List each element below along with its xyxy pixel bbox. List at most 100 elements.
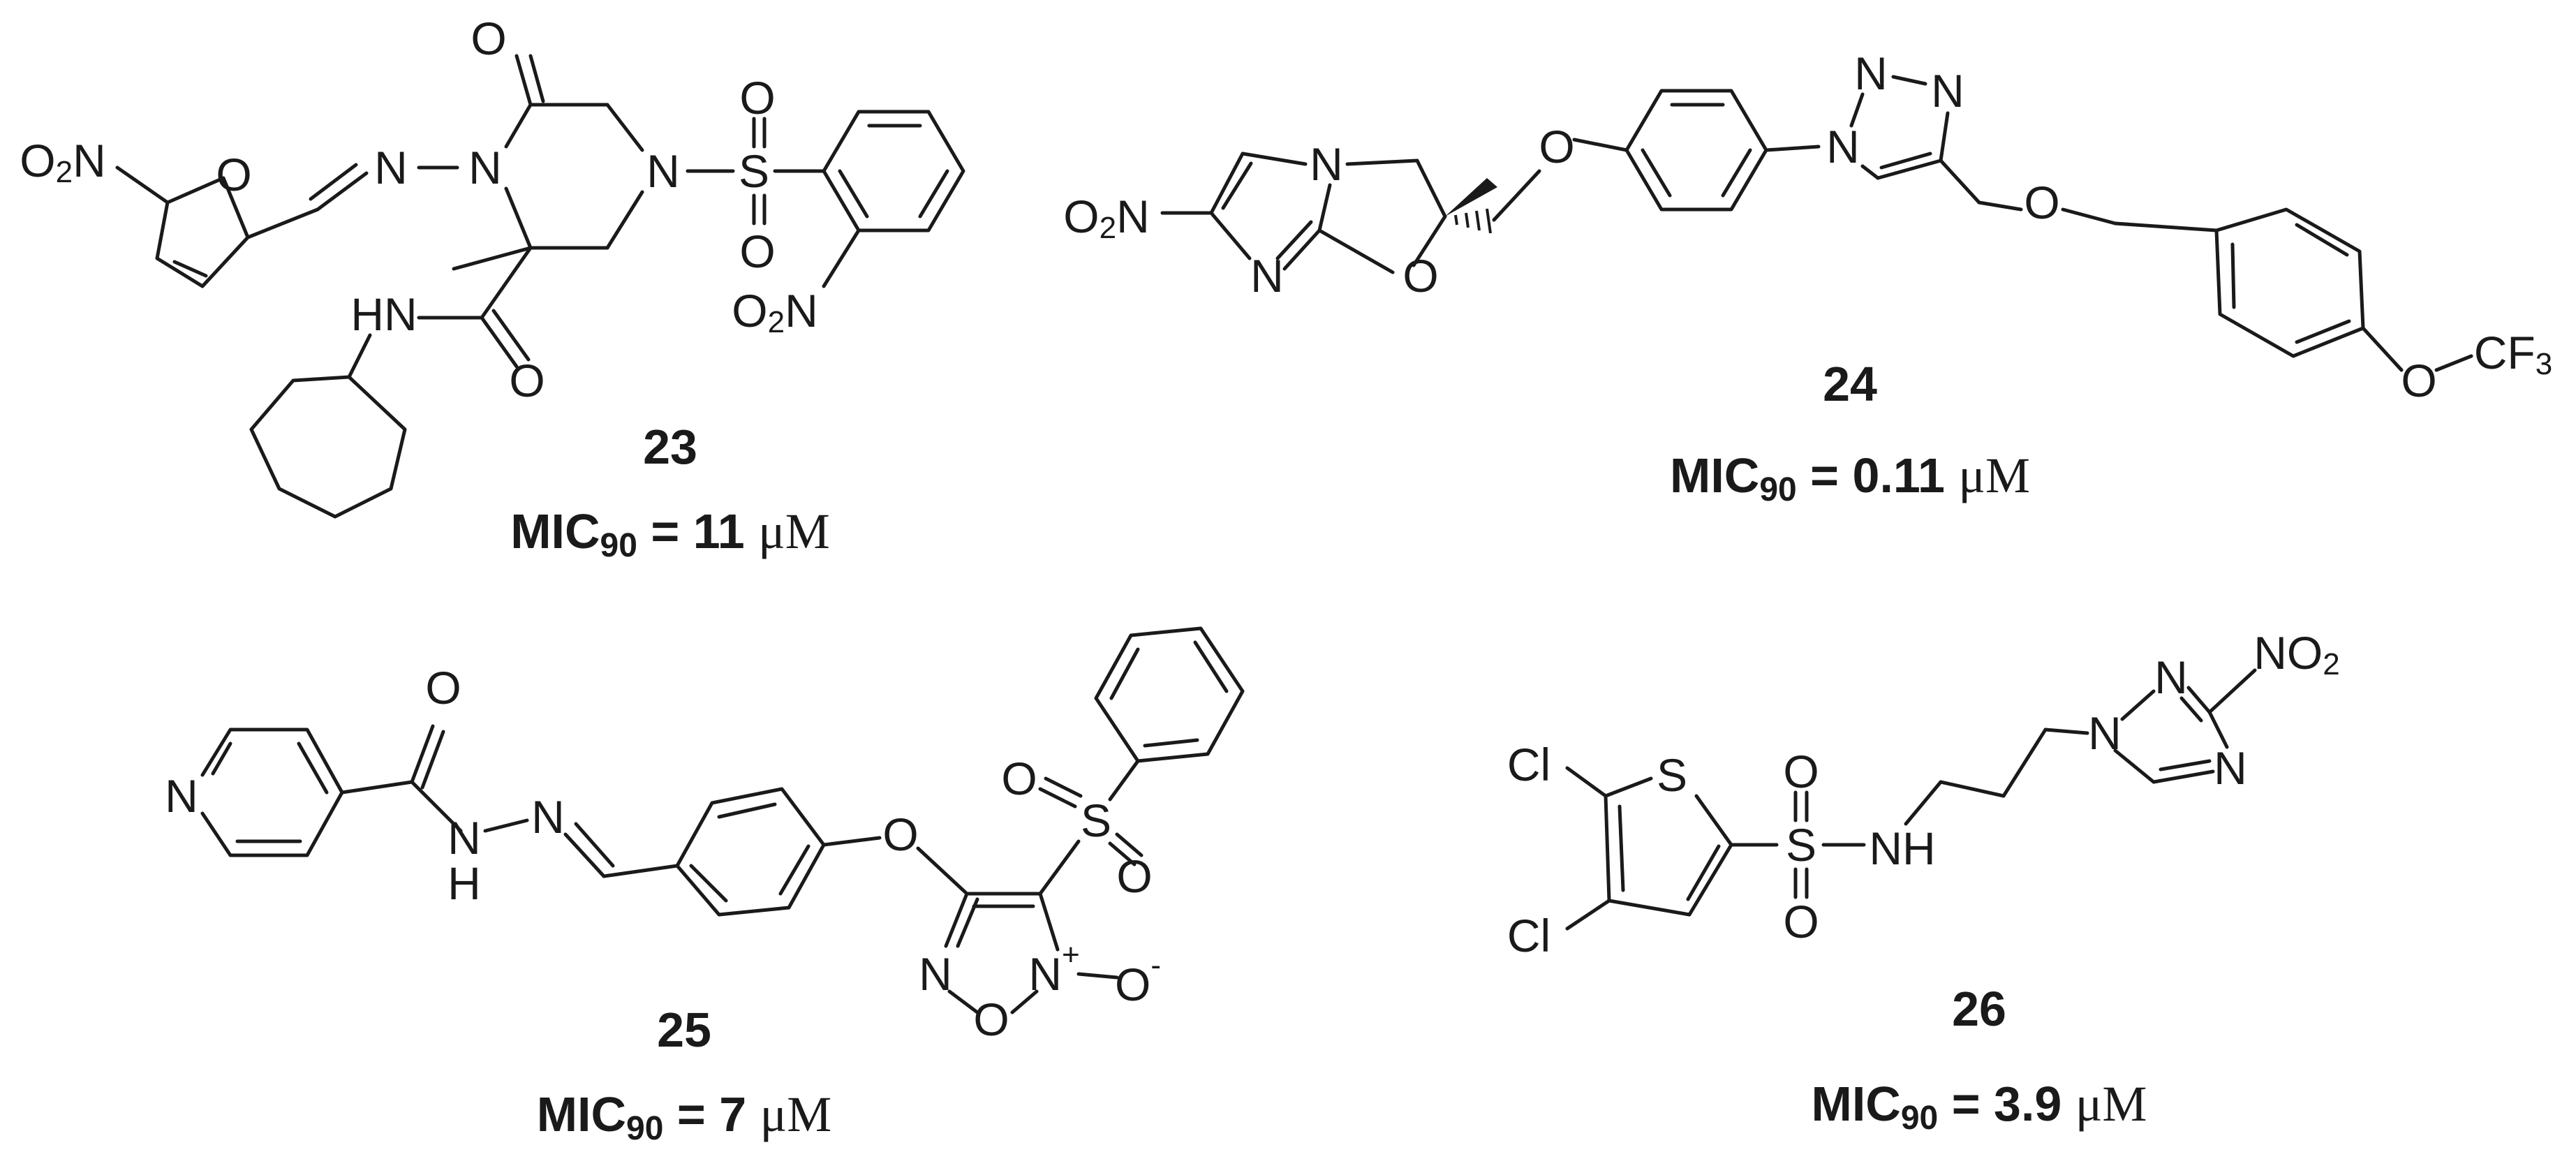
bond xyxy=(563,832,606,878)
mic-unit: μM xyxy=(1958,448,2030,503)
bond xyxy=(297,741,329,795)
bond xyxy=(2159,759,2212,772)
mic-operator: = xyxy=(676,1087,706,1142)
bond xyxy=(504,186,533,250)
bond xyxy=(1143,738,1199,748)
mic-subscript: 90 xyxy=(626,1110,664,1147)
bond xyxy=(2001,728,2048,798)
bond xyxy=(1193,640,1229,693)
bond xyxy=(2207,710,2229,749)
mic-unit: μM xyxy=(760,1086,832,1142)
atom-o-carbonyl: O xyxy=(471,13,506,64)
bond xyxy=(528,54,545,103)
bond xyxy=(2113,748,2156,784)
atom-o-furoxan: O xyxy=(973,994,1009,1045)
bond xyxy=(1317,183,1332,232)
bond xyxy=(1565,899,1611,931)
atom-o-ether: O xyxy=(882,809,918,860)
bond xyxy=(1209,152,1245,215)
mic-value-25: MIC90 = 7 μM xyxy=(370,1086,998,1148)
bond xyxy=(2434,354,2473,372)
atom-hn: HN xyxy=(350,288,417,340)
bond xyxy=(2120,689,2156,721)
bond xyxy=(605,190,644,250)
bond xyxy=(1038,787,1077,809)
bond xyxy=(1044,776,1083,798)
mic-label: MIC xyxy=(1670,448,1760,503)
bond xyxy=(410,724,435,784)
atom-n-furoxan1: N xyxy=(919,948,952,1000)
mic-unit: μM xyxy=(2075,1076,2147,1132)
bond xyxy=(1876,158,1943,180)
atom-cl1: Cl xyxy=(1507,739,1550,790)
hash-bond xyxy=(1454,214,1458,226)
bond xyxy=(778,844,810,896)
atom-o-s2: O xyxy=(739,226,775,277)
bond xyxy=(347,333,372,379)
bond xyxy=(1221,161,1253,210)
bond xyxy=(1904,780,1943,826)
atom-n-imine: N xyxy=(374,142,408,193)
atom-h: H xyxy=(447,857,481,909)
bond xyxy=(574,822,615,868)
bond xyxy=(452,246,533,271)
mic-value-26: MIC90 = 3.9 μM xyxy=(1665,1075,2293,1137)
bond xyxy=(1115,832,1143,857)
atom-o-ether2: O xyxy=(2024,177,2059,228)
bond xyxy=(1415,158,1447,219)
atom-n-imid: N xyxy=(1250,250,1284,302)
atom-o-s1: O xyxy=(739,72,775,124)
cyclohexane-ring xyxy=(249,375,407,519)
bond xyxy=(1977,200,2023,212)
mic-subscript: 90 xyxy=(1900,1100,1939,1137)
bond xyxy=(1209,211,1252,260)
bond xyxy=(944,892,969,948)
bond xyxy=(2043,728,2089,735)
bond xyxy=(1694,794,1733,847)
atom-o-amide: O xyxy=(509,355,545,406)
atom-s: S xyxy=(739,145,769,197)
furan-ring xyxy=(155,176,250,288)
bond xyxy=(918,169,949,219)
bond xyxy=(1038,892,1060,952)
bond xyxy=(1939,158,1981,205)
bond xyxy=(1641,148,1672,198)
mic-subscript: 90 xyxy=(1759,471,1797,508)
mic-value-24: MIC90 = 0.11 μM xyxy=(1536,447,2164,509)
bond xyxy=(2207,668,2257,714)
compound-label-23: 23 xyxy=(643,420,697,474)
atom-nh: NH xyxy=(1869,822,1935,874)
atom-o-ocf3: O xyxy=(2401,355,2436,406)
bond xyxy=(1860,164,1880,180)
mic-label: MIC xyxy=(1811,1077,1901,1131)
atom-o-furan: O xyxy=(216,149,251,200)
bond xyxy=(717,802,777,819)
bond xyxy=(246,207,320,239)
bond xyxy=(115,165,170,205)
bond xyxy=(1109,647,1140,700)
bond xyxy=(822,836,882,847)
bond xyxy=(211,741,232,776)
mic-value-23: MIC90 = 11 μM xyxy=(356,503,984,565)
bond xyxy=(2061,207,2117,226)
mic-operator: = xyxy=(1951,1077,1981,1131)
bond xyxy=(1721,148,1752,198)
bond xyxy=(1891,75,1927,86)
bond xyxy=(316,171,369,212)
bond xyxy=(2230,242,2236,309)
bond xyxy=(1939,111,1950,163)
bond xyxy=(1010,989,1039,1014)
atom-n-hydrazone: N xyxy=(531,791,565,843)
atom-o-s2: O xyxy=(1783,896,1819,947)
bond xyxy=(1241,152,1308,166)
mic-number: 7 xyxy=(719,1087,747,1142)
atom-n-furoxan2: N+ xyxy=(1028,938,1079,1001)
atom-n-sulfonamide: N xyxy=(646,145,680,197)
atom-o-s2: O xyxy=(1116,850,1152,902)
atom-n3: N xyxy=(1931,65,1964,117)
bond xyxy=(1939,780,2006,798)
mic-number: 0.11 xyxy=(1852,448,1945,503)
